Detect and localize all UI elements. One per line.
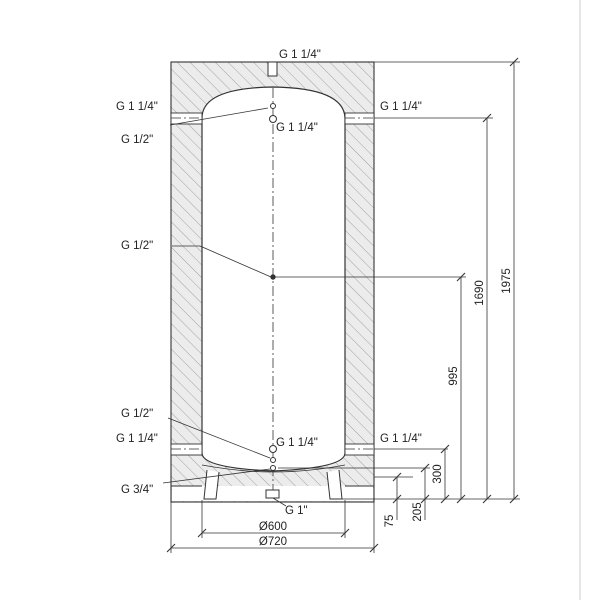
- dim-lower-connection-height: 300: [432, 464, 444, 483]
- dim-middle-sensor-height: 995: [448, 366, 460, 385]
- lower-sensor-port: [270, 457, 276, 463]
- diameter-dimension-lines: [166, 500, 379, 553]
- upper-side-nozzles: [170, 112, 375, 125]
- label-top-connection: G 1 1/4": [279, 49, 321, 61]
- label-upper-center-connection: G 1 1/4": [276, 122, 318, 134]
- leader-lines: [162, 107, 287, 507]
- label-bottom-connection: G 1": [285, 505, 308, 517]
- label-lower-center-connection: G 1 1/4": [276, 437, 318, 449]
- dim-upper-connection-height: 1690: [474, 280, 486, 306]
- label-upper-sensor: G 1/2": [121, 134, 153, 146]
- lower-center-port: [269, 445, 277, 453]
- drain-port: [270, 465, 276, 471]
- extension-lines: [273, 61, 520, 500]
- label-drain-connection: G 3/4": [121, 484, 153, 496]
- vertical-dimension-lines: [392, 57, 519, 520]
- upper-sensor-port: [270, 103, 276, 109]
- label-upper-right-connection: G 1 1/4": [380, 101, 422, 113]
- lower-side-nozzles: [170, 443, 375, 456]
- upper-center-port: [269, 115, 277, 123]
- dim-inner-diameter: Ø600: [259, 521, 287, 533]
- dim-bottom-height: 75: [384, 515, 396, 528]
- label-middle-sensor: G 1/2": [121, 240, 153, 252]
- label-lower-sensor: G 1/2": [121, 408, 153, 420]
- label-upper-left-connection: G 1 1/4": [116, 101, 158, 113]
- top-nozzle: [267, 61, 278, 77]
- bottom-nozzle: [265, 489, 280, 499]
- dim-drain-height: 205: [412, 502, 424, 521]
- dim-outer-diameter: Ø720: [259, 536, 287, 548]
- dim-total-height: 1975: [501, 268, 513, 294]
- label-lower-left-connection: G 1 1/4": [116, 433, 158, 445]
- label-lower-right-connection: G 1 1/4": [380, 433, 422, 445]
